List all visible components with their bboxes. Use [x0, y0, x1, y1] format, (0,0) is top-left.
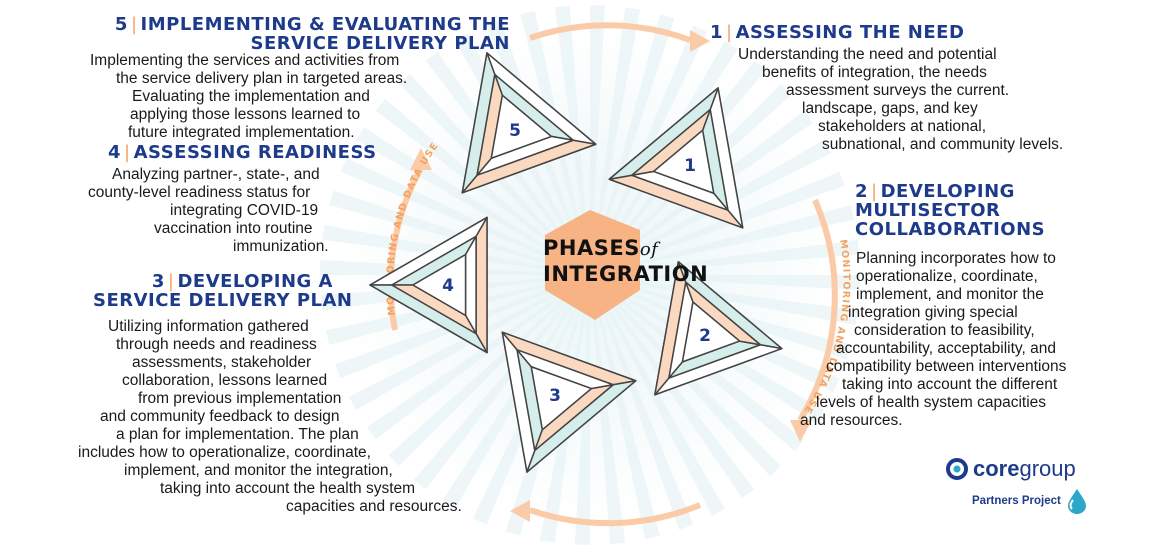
- phase-1-number: 1: [710, 22, 724, 43]
- phase-2-title-line2: MULTISECTOR: [855, 200, 1001, 221]
- phase-3-body: Utilizing information gathered through n…: [78, 318, 498, 516]
- phase-3-separator: |: [167, 271, 175, 292]
- phase-1-heading: 1|ASSESSING THE NEED: [710, 23, 964, 42]
- logo-subtitle: Partners Project: [972, 495, 1061, 507]
- phase-1-line: subnational, and community levels.: [822, 136, 1064, 153]
- phase-3-line: a plan for implementation. The plan: [116, 426, 359, 443]
- phase-3-number: 3: [151, 271, 165, 292]
- phase-2-number: 2: [855, 181, 869, 202]
- phase-1-line: stakeholders at national,: [818, 118, 987, 135]
- phase-2-line: operationalize, coordinate,: [856, 268, 1038, 285]
- phase-3-heading: 3|DEVELOPING A SERVICE DELIVERY PLAN: [93, 271, 353, 311]
- phase-2-line: accountability, acceptability, and: [836, 340, 1056, 357]
- logo-word-bold: core: [973, 456, 1020, 481]
- center-title-of: of: [639, 239, 659, 260]
- phase-5-number: 5: [114, 14, 128, 35]
- phase-2-body: Planning incorporates how to operational…: [800, 250, 1066, 430]
- triangle-number: 2: [699, 326, 711, 346]
- phase-2-heading: 2|DEVELOPING MULTISECTOR COLLABORATIONS: [855, 182, 1045, 239]
- triangle-inner: [652, 129, 715, 195]
- phase-1-line: landscape, gaps, and key: [802, 100, 978, 117]
- phase-2-line: integration giving special: [848, 304, 1018, 321]
- phase-1-separator: |: [726, 22, 733, 43]
- phase-1-line: Understanding the need and potential: [738, 46, 997, 63]
- phase-4-line: county-level readiness status for: [88, 184, 311, 201]
- triangle-inner: [530, 365, 593, 431]
- phase-4-separator: |: [124, 142, 131, 163]
- phase-3-line: assessments, stakeholder: [132, 354, 312, 371]
- triangle-inner: [412, 253, 467, 317]
- center-title: PHASESof INTEGRATION: [543, 236, 708, 286]
- phase-4-number: 4: [108, 142, 122, 163]
- phase-5-line: Implementing the services and activities…: [90, 52, 400, 69]
- coregroup-mark-icon: [946, 458, 968, 480]
- phase-3-line: collaboration, lessons learned: [122, 372, 328, 389]
- phase-1-line: assessment surveys the current.: [786, 82, 1010, 99]
- cycle-arrows: [387, 22, 838, 527]
- phase-2-separator: |: [871, 181, 878, 202]
- phase-2-line: Planning incorporates how to: [856, 250, 1056, 267]
- phase-5-line: applying those lessons learned to: [130, 106, 361, 123]
- phase-3-line: Utilizing information gathered: [108, 318, 309, 335]
- phase-5-body: Implementing the services and activities…: [90, 52, 450, 142]
- center-pentagon: [545, 210, 640, 320]
- phase-2-title-line3: COLLABORATIONS: [855, 219, 1046, 240]
- center-title-line1: PHASES: [543, 236, 640, 260]
- phase-4-line: vaccination into routine: [154, 220, 313, 237]
- phase-2-line: and resources.: [800, 412, 903, 429]
- logo-wordmark: coregroup: [973, 456, 1076, 482]
- phase-4-line: integrating COVID-19: [170, 202, 319, 219]
- logo-word-light: group: [1019, 456, 1076, 481]
- phase-1-line: benefits of integration, the needs: [762, 64, 987, 81]
- phase-2-line: consideration to feasibility,: [854, 322, 1035, 339]
- phase-3-title-line1: DEVELOPING A: [177, 271, 333, 292]
- phase-3-line: and community feedback to design: [100, 408, 340, 425]
- phase-5-line: Evaluating the implementation and: [132, 88, 370, 105]
- phase-4-line: immunization.: [233, 238, 329, 255]
- phase-3-line: through needs and readiness: [116, 336, 317, 353]
- phase-2-line: levels of health system capacities: [816, 394, 1047, 411]
- phase-3-title-line2: SERVICE DELIVERY PLAN: [93, 290, 353, 311]
- triangle-inner: [681, 301, 741, 363]
- phase-4-line: Analyzing partner-, state-, and: [112, 166, 320, 183]
- phase-2-line: implement, and monitor the: [856, 286, 1044, 303]
- phase-3-line: capacities and resources.: [286, 498, 462, 515]
- phase-2-line: taking into account the different: [842, 376, 1058, 393]
- triangle-number: 3: [549, 386, 561, 406]
- phase-5-line: future integrated implementation.: [128, 124, 355, 141]
- center-title-line2: INTEGRATION: [543, 262, 709, 286]
- phase-4-title: ASSESSING READINESS: [133, 142, 377, 163]
- phase-5-title-line2: SERVICE DELIVERY PLAN: [250, 33, 510, 54]
- phase-triangles: 1 2 3 4 5: [369, 52, 783, 473]
- phase-5-heading: 5|IMPLEMENTING & EVALUATING THE SERVICE …: [110, 15, 510, 53]
- cycle-arrowheads: [410, 30, 812, 522]
- phase-1-title: ASSESSING THE NEED: [735, 22, 965, 43]
- phase-5-separator: |: [130, 14, 138, 35]
- phase-1-body: Understanding the need and potential ben…: [738, 46, 1063, 154]
- phase-3-line: implement, and monitor the integration,: [124, 462, 393, 479]
- phase-5-line: the service delivery plan in targeted ar…: [116, 70, 408, 87]
- phase-4-body: Analyzing partner-, state-, and county-l…: [88, 166, 338, 256]
- coregroup-logo: coregroup Partners Project: [944, 456, 1094, 514]
- phase-3-line: from previous implementation: [138, 390, 342, 407]
- triangle-number: 1: [684, 156, 696, 176]
- triangle-inner: [490, 94, 553, 160]
- water-drop-icon: [1067, 489, 1086, 514]
- phase-3-line: taking into account the health system: [160, 480, 416, 497]
- triangle-number: 4: [442, 276, 454, 296]
- phase-5-title-line1: IMPLEMENTING & EVALUATING THE: [140, 14, 510, 35]
- phase-2-title-line1: DEVELOPING: [880, 181, 1015, 202]
- phase-4-heading: 4|ASSESSING READINESS: [108, 143, 377, 162]
- triangle-number: 5: [509, 121, 521, 141]
- phase-3-line: includes how to operationalize, coordina…: [78, 444, 371, 461]
- phase-2-line: compatibility between interventions: [826, 358, 1067, 375]
